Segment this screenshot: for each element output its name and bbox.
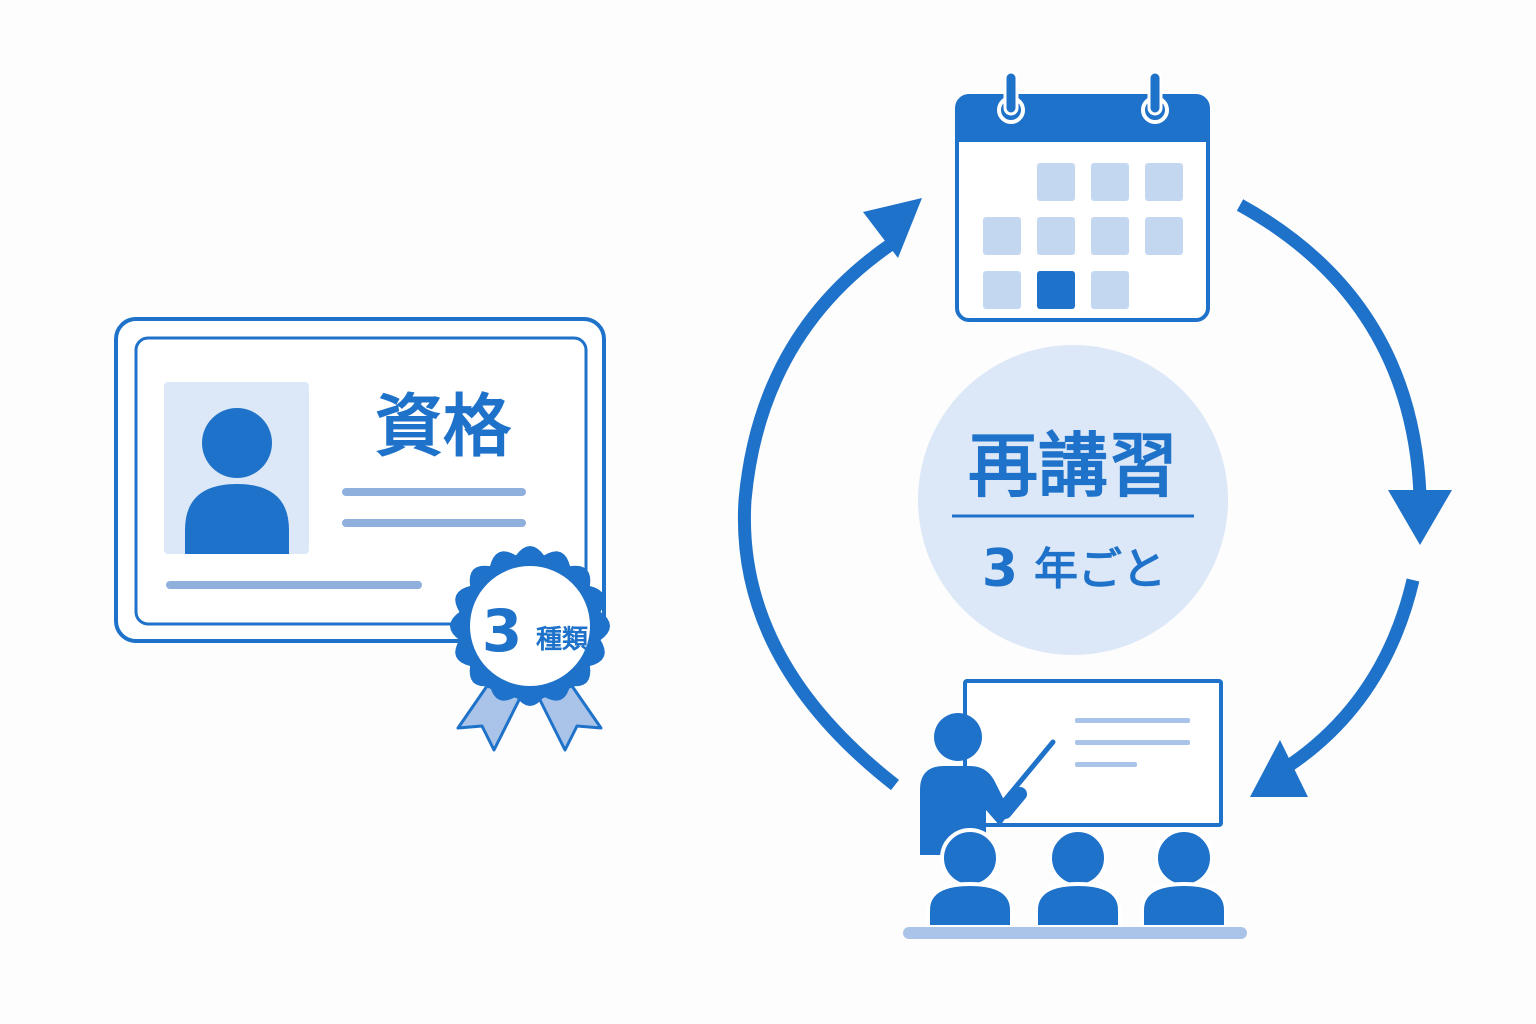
center-title: 再講習 (968, 425, 1178, 507)
center-subtitle-text: 年ごと (1034, 544, 1166, 595)
audience-member-icon (1140, 828, 1228, 929)
floor-bar (903, 927, 1247, 939)
calendar-day (1145, 217, 1183, 255)
calendar-ring (997, 70, 1025, 124)
cycle-arrows (737, 198, 1452, 797)
card-inner-border (134, 336, 588, 626)
license-card: 資格 (114, 317, 606, 643)
person-silhouette-icon (164, 382, 309, 554)
calendar-icon (955, 70, 1210, 322)
center-subtitle-number: 3 (982, 539, 1018, 599)
arrow-down-to-lecture (1250, 578, 1420, 797)
rosette-ribbon-icon: 3 種類 (450, 546, 610, 752)
presenter-figure (920, 713, 1056, 855)
card-text-line (342, 488, 526, 496)
lecture-presenter-icon (903, 679, 1247, 939)
arrow-calendar-to-lecture (1236, 199, 1452, 545)
card-text-line (166, 581, 422, 589)
calendar-day (1091, 271, 1129, 309)
calendar-day (983, 271, 1021, 309)
badge-unit: 種類 (536, 625, 589, 655)
calendar-day-highlighted (1037, 271, 1075, 309)
calendar-grid (983, 163, 1183, 309)
calendar-day (1145, 163, 1183, 201)
calendar-day (1037, 163, 1075, 201)
calendar-day (1091, 163, 1129, 201)
arrow-lecture-to-calendar (737, 198, 922, 791)
whiteboard-line (1075, 718, 1190, 723)
badge-number: 3 (482, 597, 522, 665)
card-text-line (342, 519, 526, 527)
audience-member-icon (926, 828, 1014, 929)
center-label: 再講習 3 年ごと (918, 345, 1228, 655)
calendar-ring (1141, 70, 1169, 124)
whiteboard-line (1075, 762, 1137, 767)
audience-member-icon (1034, 828, 1122, 929)
calendar-day (983, 217, 1021, 255)
center-circle (918, 345, 1228, 655)
whiteboard-line (1075, 740, 1190, 745)
card-title: 資格 (375, 388, 512, 467)
calendar-day (1091, 217, 1129, 255)
calendar-day (1037, 217, 1075, 255)
